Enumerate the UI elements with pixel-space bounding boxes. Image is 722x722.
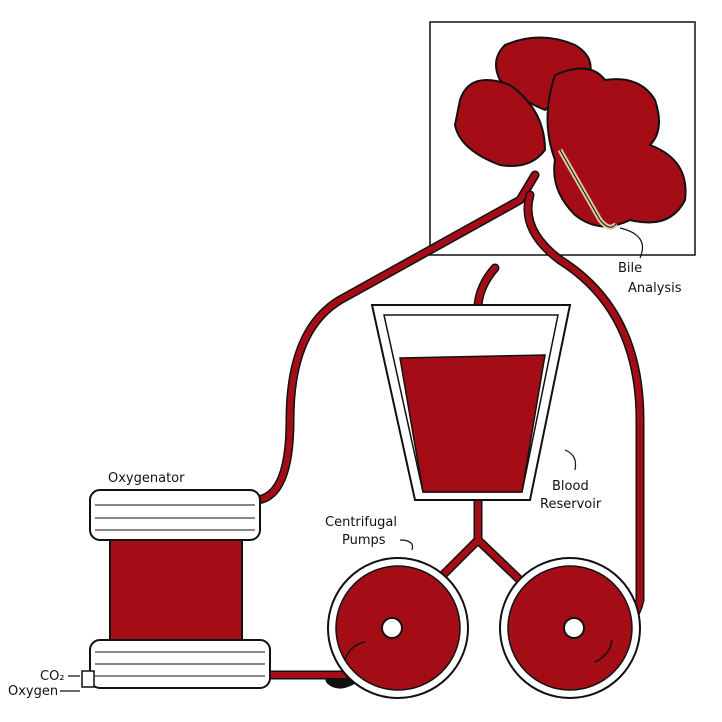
bile-arrow [619,227,644,259]
label-reservoir: Reservoir [540,497,602,512]
oxygenator [81,489,271,689]
reservoir-arrow [564,449,577,471]
gas-arrows [60,675,80,692]
label-oxygen: Oxygen [8,684,58,699]
label-co2: CO₂ [40,669,65,684]
label-centrifugal: Centrifugal [325,515,397,530]
label-bile: Bile [618,261,642,276]
centrifugal-pump-left [327,557,469,699]
label-pumps: Pumps [342,533,386,548]
label-oxygenator: Oxygenator [108,471,185,486]
pumps-arrow [399,539,414,551]
label-analysis: Analysis [628,281,682,296]
blood-reservoir [370,304,572,501]
centrifugal-pump-right [499,557,641,699]
label-blood: Blood [552,479,589,494]
